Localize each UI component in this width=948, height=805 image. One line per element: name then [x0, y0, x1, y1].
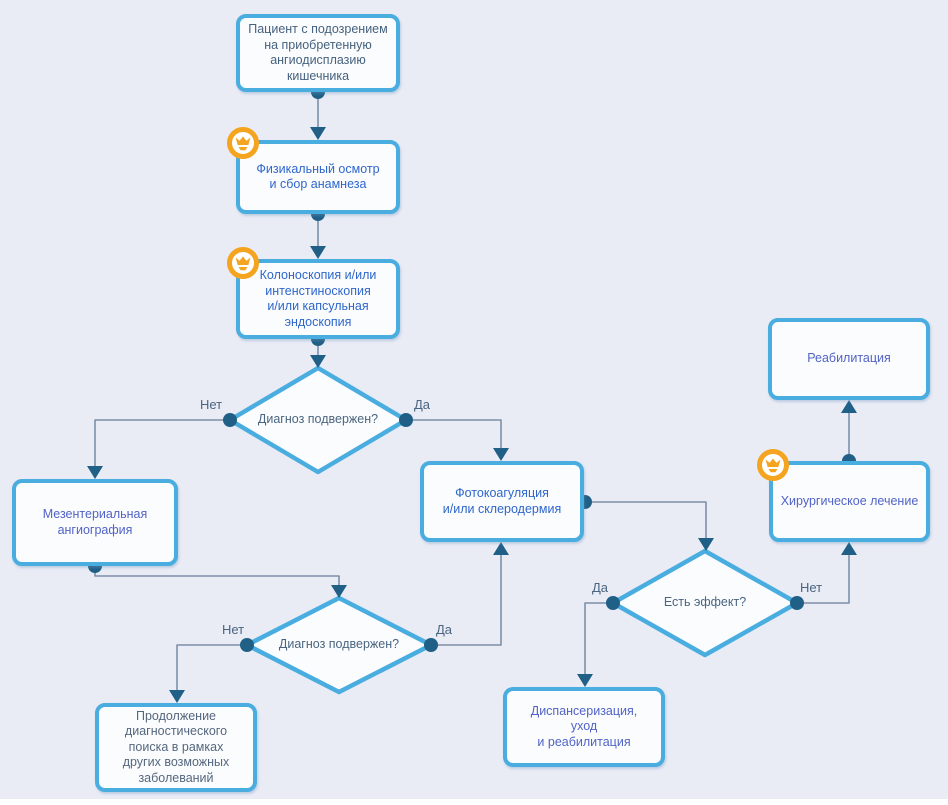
branch-no-1: Нет: [200, 397, 223, 412]
decision-diamond-1: [227, 365, 409, 475]
decision-diagnosis-confirmed-2-label: Диагноз подвержен?: [278, 637, 400, 651]
node-surgery-label: Хирургическое лечение: [780, 493, 919, 508]
node-photocoagulation: Фотокоагуляция и/или склеродермия: [420, 461, 584, 542]
node-continue-search: Продолжение диагностического поиска в ра…: [95, 703, 257, 792]
node-physical-exam-label: Физикальный осмотр и сбор анамнеза: [256, 161, 380, 192]
node-dispensary-care-label: Диспансеризация, уход и реабилитация: [530, 703, 638, 749]
branch-no-3: Нет: [800, 580, 823, 595]
node-rehabilitation: Реабилитация: [768, 318, 930, 400]
node-continue-search-label: Продолжение диагностического поиска в ра…: [122, 708, 230, 785]
decision-diagnosis-confirmed-1-label: Диагноз подвержен?: [257, 412, 379, 426]
branch-yes-3: Да: [592, 580, 609, 595]
decision-diamond-2: [244, 595, 434, 695]
node-dispensary-care: Диспансеризация, уход и реабилитация: [503, 687, 665, 767]
decision-has-effect-label: Есть эффект?: [663, 595, 747, 609]
expert-badge-icon: [227, 247, 259, 279]
node-patient-label: Пациент с подозрением на приобретенную а…: [248, 22, 388, 83]
node-patient: Пациент с подозрением на приобретенную а…: [236, 14, 400, 92]
node-rehabilitation-label: Реабилитация: [807, 351, 891, 366]
node-colonoscopy-label: Колоноскопия и/или интенстиноскопия и/ил…: [259, 268, 377, 329]
node-photocoagulation-label: Фотокоагуляция и/или склеродермия: [442, 486, 562, 516]
branch-yes-2: Да: [436, 622, 453, 637]
branch-no-2: Нет: [222, 622, 245, 637]
branch-yes-1: Да: [414, 397, 431, 412]
node-mesenteric-angiography-label: Мезентериальная ангиография: [42, 507, 148, 537]
expert-badge-icon: [757, 449, 789, 481]
decision-diamond-3: [610, 548, 800, 658]
node-physical-exam: Физикальный осмотр и сбор анамнеза: [236, 140, 400, 214]
node-mesenteric-angiography: Мезентериальная ангиография: [12, 479, 178, 566]
node-surgery: Хирургическое лечение: [769, 461, 930, 542]
expert-badge-icon: [227, 127, 259, 159]
node-colonoscopy: Колоноскопия и/или интенстиноскопия и/ил…: [236, 259, 400, 339]
